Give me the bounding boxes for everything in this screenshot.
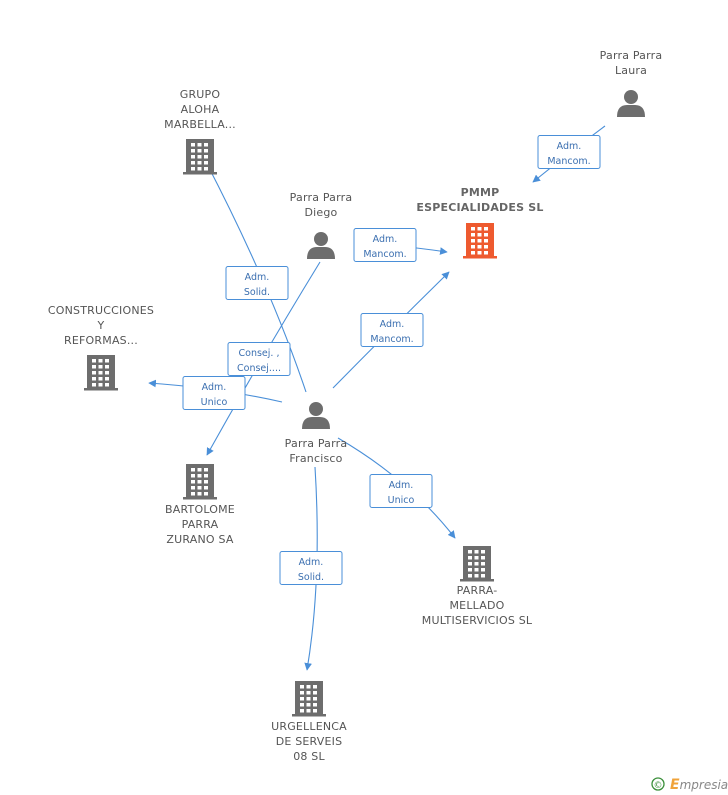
node-label-line: ALOHA [181,103,220,116]
copyright-icon: © [654,781,663,791]
edge-label-parra_laura-to-pmmp[interactable]: Adm. Mancom. [537,135,601,169]
edge-label-line: Adm. [380,319,405,330]
edge-label-line: Adm. [557,141,582,152]
node-label-line: URGELLENCA [271,720,347,733]
person-icon [307,232,335,259]
node-construcciones[interactable]: CONSTRUCCIONES Y REFORMAS... [48,304,154,391]
edge-label-line: Adm. [389,480,414,491]
edge-label-line: Solid. [244,287,270,298]
building-icon [183,464,217,500]
svg-text:Empresia: Empresia [670,777,728,793]
node-label-line: Diego [304,206,337,219]
node-label-line: PARRA- [457,584,498,597]
node-grupo-aloha[interactable]: GRUPO ALOHA MARBELLA... [164,88,236,175]
edge-label-line: Adm. [299,557,324,568]
node-label-line: ESPECIALIDADES SL [416,201,543,214]
edge-label-parra_francisco-to-parra_mellado[interactable]: Adm. Unico [369,474,433,508]
edge-label-parra_diego-to-pmmp[interactable]: Adm. Mancom. [353,228,417,262]
edge-label-line: Consej. , [239,348,280,359]
node-bartolome[interactable]: BARTOLOME PARRA ZURANO SA [165,464,235,546]
edge-labels-layer: Adm. Mancom. Adm. Mancom. Adm. Mancom. Adm. Sol… [182,135,601,585]
edge-label-line: Adm. [373,234,398,245]
node-label-line: MULTISERVICIOS SL [422,614,533,627]
node-label-line: Parra Parra [600,49,663,62]
edge-label-parra_francisco-to-construcciones[interactable]: Adm. Unico [182,376,246,410]
node-parra-mellado[interactable]: PARRA- MELLADO MULTISERVICIOS SL [422,546,533,627]
edge-label-line: Solid. [298,572,324,583]
node-label-line: Laura [615,64,647,77]
node-label-line: Y [97,319,105,332]
edge-label-line: Unico [388,495,415,506]
building-icon [460,546,494,582]
node-urgellenca[interactable]: URGELLENCA DE SERVEIS 08 SL [271,681,347,763]
node-label-line: REFORMAS... [64,334,138,347]
watermark: © Empresia [651,777,728,793]
edge-label-line: Unico [201,397,228,408]
node-label-line: Parra Parra [285,437,348,450]
brand-name: mpresia [680,778,728,792]
building-icon [84,355,118,391]
node-pmmp[interactable]: PMMP ESPECIALIDADES SL [416,186,543,259]
brand-initial: E [670,777,680,793]
building-icon [183,139,217,175]
edge-label-parra_francisco-to-grupo_aloha[interactable]: Adm. Solid. [225,266,289,300]
building-icon [463,223,497,259]
building-icon [292,681,326,717]
edge-label-line: Adm. [245,272,270,283]
node-label-line: MELLADO [449,599,504,612]
node-label-line: CONSTRUCCIONES [48,304,154,317]
person-icon [617,90,645,117]
node-label-line: Parra Parra [290,191,353,204]
edge-label-line: Consej.... [237,363,281,374]
edge-label-parra_diego-to-bartolome[interactable]: Consej. , Consej.... [227,342,291,376]
edge-label-line: Mancom. [547,156,590,167]
edge-label-parra_francisco-to-urgellenca[interactable]: Adm. Solid. [279,551,343,585]
node-label-line: MARBELLA... [164,118,236,131]
node-label-line: GRUPO [180,88,221,101]
node-label-line: Francisco [289,452,342,465]
node-label-line: 08 SL [293,750,325,763]
node-label-line: DE SERVEIS [276,735,343,748]
edge-label-line: Mancom. [370,334,413,345]
person-icon [302,402,330,429]
edge-label-parra_francisco-to-pmmp[interactable]: Adm. Mancom. [360,313,424,347]
edge-label-line: Mancom. [363,249,406,260]
node-label-line: PARRA [182,518,219,531]
node-label-line: PMMP [461,186,500,199]
node-label-line: ZURANO SA [166,533,233,546]
node-label-line: BARTOLOME [165,503,235,516]
edge-label-line: Adm. [202,382,227,393]
